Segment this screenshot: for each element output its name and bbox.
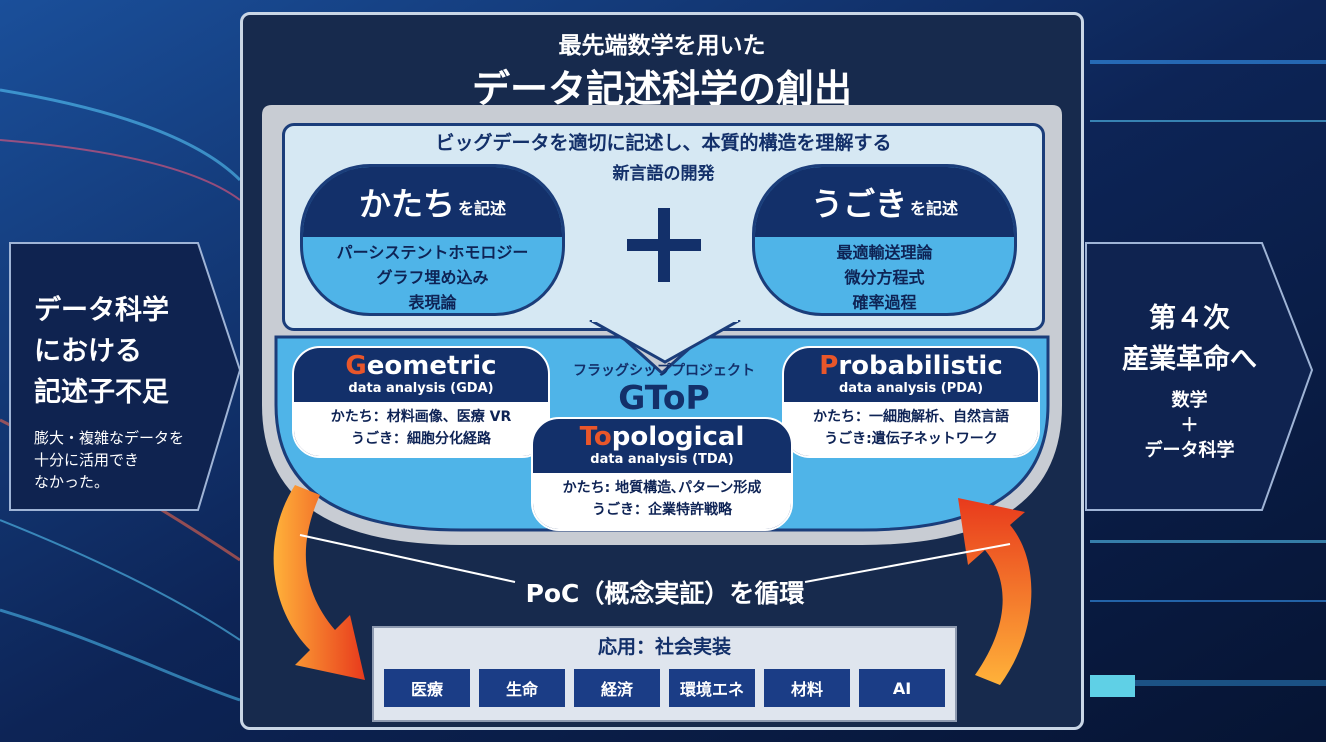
left-arrow-shape bbox=[9, 242, 242, 511]
tda-title: Topological bbox=[580, 423, 745, 451]
ugoki-pill-header: うごき を記述 bbox=[755, 167, 1014, 237]
ugoki-pill: うごき を記述 最適輸送理論 微分方程式 確率過程 bbox=[752, 164, 1017, 316]
application-tag: 経済 bbox=[574, 669, 660, 707]
pda-title-first: P bbox=[819, 351, 839, 381]
ugoki-item: 最適輸送理論 bbox=[836, 243, 933, 262]
left-sub-line: なかった。 bbox=[34, 473, 110, 491]
poc-line-left bbox=[299, 534, 516, 583]
right-title-line: 第４次 bbox=[1149, 303, 1230, 334]
flagship-label: フラッグシッププロジェクト bbox=[573, 363, 755, 379]
right-arrow-subtitle: 数学 ＋ データ科学 bbox=[1092, 388, 1287, 463]
right-title-line: 産業革命へ bbox=[1122, 344, 1257, 375]
left-title-line: 記述子不足 bbox=[34, 377, 169, 408]
katachi-item: パーシステントホモロジー bbox=[336, 243, 529, 262]
cycle-arrow-left bbox=[273, 485, 365, 680]
pda-title-rest: robabilistic bbox=[838, 351, 1003, 381]
katachi-pill: かたち を記述 パーシステントホモロジー グラフ埋め込み 表現論 bbox=[300, 164, 565, 316]
katachi-item: グラフ埋め込み bbox=[376, 268, 489, 287]
gda-box: Geometric data analysis (GDA) かたち：材料画像、医… bbox=[292, 346, 550, 458]
gda-body: かたち：材料画像、医療 VR うごき：細胞分化経路 bbox=[294, 402, 548, 456]
gda-title-rest: eometric bbox=[366, 351, 497, 381]
tda-body: かたち: 地質構造､パターン形成 うごき：企業特許戦略 bbox=[533, 473, 791, 529]
right-arrow-text: 第４次 産業革命へ 数学 ＋ データ科学 bbox=[1092, 298, 1287, 463]
pda-box: Probabilistic data analysis (PDA) かたち：一細… bbox=[782, 346, 1040, 458]
gda-title: Geometric bbox=[345, 352, 496, 380]
tda-line: かたち: 地質構造､パターン形成 bbox=[562, 480, 762, 496]
left-arrow-text: データ科学 における 記述子不足 膨大・複雑なデータを 十分に活用でき なかった… bbox=[34, 290, 224, 493]
katachi-items: パーシステントホモロジー グラフ埋め込み 表現論 bbox=[303, 237, 562, 313]
gda-line: かたち：材料画像、医療 VR bbox=[330, 409, 512, 425]
pda-header: Probabilistic data analysis (PDA) bbox=[784, 348, 1038, 402]
ugoki-items: 最適輸送理論 微分方程式 確率過程 bbox=[755, 237, 1014, 313]
header-line-2: データ記述科学の創出 bbox=[471, 67, 852, 111]
katachi-suffix: を記述 bbox=[458, 199, 507, 218]
pda-subtitle: data analysis (PDA) bbox=[838, 381, 984, 396]
application-title: 応用：社会実装 bbox=[597, 636, 731, 658]
application-tag: 生命 bbox=[479, 669, 565, 707]
gda-line: うごき：細胞分化経路 bbox=[351, 431, 491, 447]
header-line-1: 最先端数学を用いた bbox=[558, 33, 766, 59]
cycle-arrows bbox=[273, 485, 1032, 685]
ugoki-item: 微分方程式 bbox=[844, 268, 925, 287]
right-sub-line: ＋ bbox=[1180, 415, 1199, 436]
pda-line: うごき:遺伝子ネットワーク bbox=[824, 431, 998, 447]
katachi-pill-header: かたち を記述 bbox=[303, 167, 562, 237]
tda-header: Topological data analysis (TDA) bbox=[533, 419, 791, 473]
tda-box: Topological data analysis (TDA) かたち: 地質構… bbox=[531, 417, 793, 531]
left-arrow-subtitle: 膨大・複雑なデータを 十分に活用でき なかった。 bbox=[34, 427, 224, 493]
pda-title: Probabilistic bbox=[819, 352, 1002, 380]
gda-subtitle: data analysis (GDA) bbox=[348, 381, 494, 396]
application-tag: 材料 bbox=[764, 669, 850, 707]
tda-subtitle: data analysis (TDA) bbox=[590, 452, 734, 467]
plus-icon bbox=[627, 208, 701, 282]
left-sub-line: 十分に活用でき bbox=[34, 451, 140, 469]
left-arrow-title: データ科学 における 記述子不足 bbox=[34, 290, 224, 413]
katachi-item: 表現論 bbox=[408, 293, 457, 312]
cycle-arrow-right bbox=[958, 498, 1032, 685]
tda-title-rest: pological bbox=[611, 422, 745, 452]
application-tag: 医療 bbox=[384, 669, 470, 707]
application-tag: AI bbox=[859, 669, 945, 707]
tda-line: うごき：企業特許戦略 bbox=[592, 502, 732, 518]
application-tag: 環境エネ bbox=[669, 669, 755, 707]
left-title-line: における bbox=[34, 336, 142, 367]
upper-line-1: ビッグデータを適切に記述し、本質的構造を理解する bbox=[435, 132, 892, 154]
poc-label: PoC（概念実証）を循環 bbox=[525, 579, 805, 608]
tda-title-first: To bbox=[579, 422, 612, 452]
gtop-title: GToP bbox=[618, 378, 710, 417]
poc-line-right bbox=[804, 543, 1011, 583]
upper-pointer bbox=[589, 320, 741, 364]
right-sub-line: データ科学 bbox=[1144, 440, 1235, 461]
pda-body: かたち：一細胞解析、自然言語 うごき:遺伝子ネットワーク bbox=[784, 402, 1038, 456]
pda-line: かたち：一細胞解析、自然言語 bbox=[813, 409, 1009, 425]
ugoki-title: うごき bbox=[810, 185, 907, 223]
right-arrow-title: 第４次 産業革命へ bbox=[1092, 298, 1287, 380]
gda-header: Geometric data analysis (GDA) bbox=[294, 348, 548, 402]
upper-line-2: 新言語の開発 bbox=[612, 164, 715, 184]
right-sub-line: 数学 bbox=[1171, 390, 1208, 411]
left-sub-line: 膨大・複雑なデータを bbox=[34, 429, 185, 447]
ugoki-suffix: を記述 bbox=[910, 199, 959, 218]
ugoki-item: 確率過程 bbox=[852, 293, 917, 312]
left-title-line: データ科学 bbox=[34, 295, 169, 326]
right-arrow-shape bbox=[1085, 242, 1314, 511]
gda-title-first: G bbox=[345, 351, 367, 381]
katachi-title: かたち bbox=[358, 185, 455, 223]
